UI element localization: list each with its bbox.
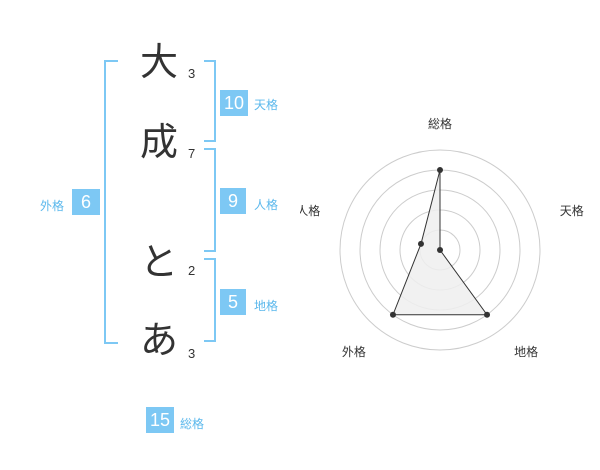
name-char-4: あ (139, 318, 178, 362)
radar-axis-label-4: 外格 (342, 344, 366, 359)
stroke-count-1: 3 (188, 66, 196, 81)
radar-point-3 (484, 311, 491, 318)
radar-ring-5 (339, 149, 541, 351)
chikaku-value: 5 (220, 289, 246, 315)
gaikaku-bracket (104, 60, 118, 344)
stroke-count-2: 7 (188, 146, 196, 161)
radar-data (389, 167, 491, 318)
tenkaku-bracket (204, 60, 216, 142)
jinkaku-bracket (204, 148, 216, 252)
stroke-count-4: 3 (188, 346, 196, 361)
tenkaku-label: 天格 (254, 98, 279, 112)
chikaku-bracket (204, 258, 216, 342)
radar-axis-label-5: 人格 (300, 203, 320, 218)
name-char-2: 成 (139, 120, 178, 164)
radar-point-1 (437, 167, 443, 173)
radar-axis-label-1: 総格 (428, 116, 452, 131)
name-char-3: と (139, 240, 178, 284)
radar-axis-label-2: 天格 (560, 203, 584, 218)
radar-axis-label-3: 地格 (514, 344, 538, 359)
radar-polygon (392, 169, 488, 316)
soukaku-label: 総格 (180, 417, 205, 431)
radar-point-5 (417, 240, 424, 247)
radar-point-2 (437, 247, 443, 253)
jinkaku-label: 人格 (254, 198, 279, 212)
chikaku-label: 地格 (254, 299, 279, 313)
name-char-1: 大 (139, 40, 178, 84)
stroke-count-3: 2 (188, 263, 196, 278)
gaikaku-label: 外格 (40, 199, 65, 213)
radar-point-4 (389, 311, 396, 318)
gaikaku-value: 6 (72, 189, 100, 215)
soukaku-value: 15 (146, 407, 174, 433)
tenkaku-value: 10 (220, 90, 248, 116)
jinkaku-value: 9 (220, 188, 246, 214)
